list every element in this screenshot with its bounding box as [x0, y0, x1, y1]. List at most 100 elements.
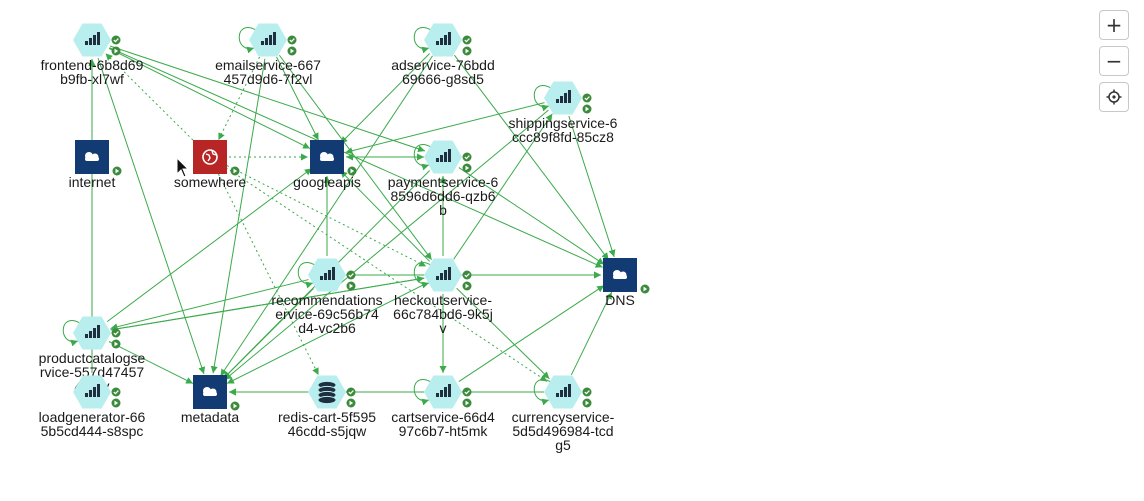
node-label-line: 66c784bd6-9k5j [393, 306, 493, 322]
node-label: somewhere [174, 174, 247, 190]
node-label-line: ervice-69c56b74 [275, 306, 379, 322]
bar-chart-icon [320, 267, 335, 280]
node-metadata[interactable]: metadata [181, 375, 240, 425]
node-label-line: currencyservice- [512, 409, 615, 425]
edge-recommendationservice-to-productcatalogservice[interactable] [110, 279, 309, 331]
bar-chart-icon [85, 32, 100, 45]
zoom-out-button[interactable]: − [1099, 46, 1129, 76]
check-badge-icon [462, 270, 472, 280]
edge-shippingservice-to-dns[interactable] [568, 115, 616, 258]
edge-emailservice-to-somewhere[interactable] [217, 56, 261, 141]
node-label: googleapis [293, 174, 361, 190]
edge-cartservice-to-dns[interactable] [458, 285, 605, 382]
edge-adservice-to-dns[interactable] [454, 54, 609, 261]
play-badge-icon [462, 281, 472, 291]
edge-shippingservice-to-googleapis[interactable] [345, 102, 545, 155]
edge-paymentservice-to-dns[interactable] [458, 167, 605, 265]
edge-shippingservice-to-metadata[interactable] [224, 109, 549, 381]
node-label-line: b9fb-xl7wf [60, 71, 124, 87]
edge-somewhere-to-frontend[interactable] [105, 53, 197, 144]
node-label-line: b [439, 202, 447, 218]
edge-checkoutservice-to-googleapis[interactable] [339, 170, 431, 262]
edge-productcatalogservice-to-metadata[interactable] [108, 341, 194, 384]
node-label: metadata [181, 409, 240, 425]
recenter-button[interactable] [1099, 82, 1129, 112]
node-label-line: rvice-557d47457 [40, 364, 145, 380]
edge-checkoutservice-to-currencyservice[interactable] [456, 287, 550, 380]
edge-frontend-to-paymentservice[interactable] [109, 45, 426, 153]
node-label-line: googleapis [293, 174, 361, 190]
node-label-line: 97c6b7-ht5mk [399, 423, 489, 439]
check-badge-icon [582, 387, 592, 397]
globe-icon [202, 149, 218, 165]
bar-chart-icon [261, 32, 276, 45]
node-label-line: loadgenerator-66 [39, 409, 146, 425]
zoom-in-button[interactable]: + [1099, 10, 1129, 40]
node-dns[interactable]: DNS [603, 258, 650, 308]
edge-recommendationservice-to-metadata[interactable] [223, 288, 314, 379]
edge-productcatalogservice-to-googleapis[interactable] [106, 167, 313, 323]
node-label-line: recommendations [271, 292, 382, 308]
node-label-line: emailservice-667 [215, 57, 321, 73]
check-badge-icon [111, 35, 121, 45]
check-badge-icon [346, 270, 356, 280]
node-label-line: 457d9d6-7f2vl [224, 71, 313, 87]
check-badge-icon [346, 387, 356, 397]
edge-productcatalogservice-to-checkoutservice[interactable] [110, 275, 425, 331]
edge-emailservice-to-googleapis[interactable] [276, 56, 319, 141]
cloud-icon [613, 270, 627, 279]
edge-somewhere-to-currencyservice[interactable] [225, 167, 548, 382]
edge-frontend-to-metadata[interactable] [97, 57, 206, 375]
node-googleapis[interactable]: googleapis [293, 140, 361, 190]
mouse-cursor-icon [176, 156, 190, 178]
check-badge-icon [287, 35, 297, 45]
play-badge-icon [582, 104, 592, 114]
play-badge-icon [111, 46, 121, 56]
node-label-line: 5b5cd444-s8spc [41, 423, 144, 439]
bar-chart-icon [556, 90, 571, 103]
self-loop-edge [413, 379, 432, 406]
node-label-line: g5 [555, 437, 571, 453]
edge-adservice-to-googleapis[interactable] [340, 53, 430, 144]
check-badge-icon [462, 152, 472, 162]
self-loop-edge [533, 85, 552, 112]
play-badge-icon [640, 284, 650, 294]
check-badge-icon [462, 387, 472, 397]
edge-checkoutservice-to-shippingservice[interactable] [453, 113, 553, 260]
play-badge-icon [346, 398, 356, 408]
edge-frontend-to-googleapis[interactable] [108, 48, 311, 149]
node-label-line: redis-cart-5f595 [278, 409, 376, 425]
node-somewhere[interactable]: somewhere [174, 140, 247, 190]
node-label-line: frontend-6b8d69 [41, 57, 144, 73]
edge-somewhere-to-checkoutservice[interactable] [226, 165, 427, 267]
bar-chart-icon [556, 384, 571, 397]
node-label-line: 46cdd-s5jqw [288, 423, 367, 439]
node-label-line: adservice-76bdd [391, 57, 495, 73]
node-internet[interactable]: internet [69, 140, 122, 190]
self-loop-edge [62, 320, 81, 347]
node-label-line: ccc89f8fd-85cz8 [512, 129, 614, 145]
node-label-line: internet [69, 174, 116, 190]
zoom-controls: + − [1099, 10, 1131, 118]
edge-currencyservice-to-dns[interactable] [570, 291, 613, 376]
edge-checkoutservice-to-metadata[interactable] [226, 283, 427, 384]
